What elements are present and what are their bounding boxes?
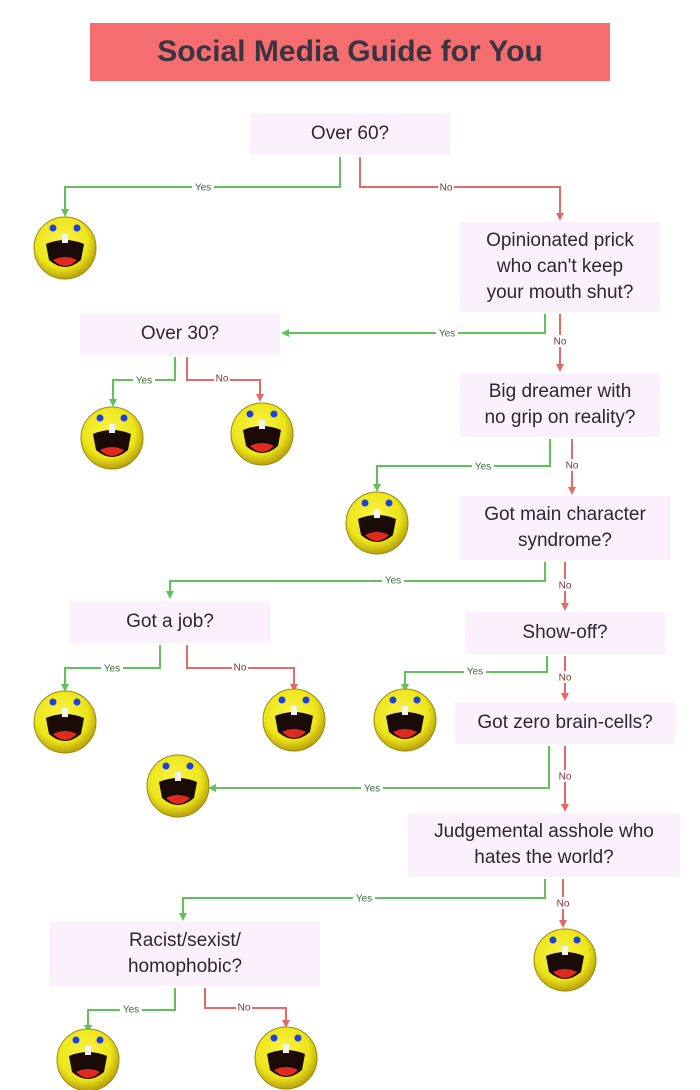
edge-over30-no-label: No: [216, 374, 229, 385]
edge-brain-no-label-bg: [557, 770, 573, 782]
edge-over60-no: [359, 157, 564, 221]
laughing-emoji-icon: [146, 754, 210, 818]
edge-brain-yes: [208, 746, 550, 792]
laughing-emoji-icon: [80, 406, 144, 470]
edge-opinionated-no-label-bg: [552, 335, 568, 347]
edge-job-no-label-bg: [232, 661, 248, 673]
edge-judgemental-no-label: No: [557, 899, 570, 910]
edge-brain-yes-label-bg: [361, 782, 383, 794]
edge-dreamer-yes-label: Yes: [475, 462, 491, 473]
edge-showoff-no-label: No: [559, 673, 572, 684]
laughing-emoji-icon: [230, 402, 294, 466]
edge-over30-yes-label-bg: [133, 374, 155, 386]
edge-mainchar-no-label: No: [559, 581, 572, 592]
edge-racist-no-label-bg: [236, 1001, 252, 1013]
edge-judgemental-yes-label-bg: [353, 892, 375, 904]
edge-over60-no-label: No: [440, 183, 453, 194]
edge-brain-no-label: No: [559, 772, 572, 783]
edge-judgemental-no-label-bg: [555, 897, 571, 909]
laughing-emoji-icon: [33, 216, 97, 280]
edge-over60-yes-label-bg: [192, 181, 214, 193]
edge-opinionated-yes-label-bg: [436, 327, 458, 339]
edge-showoff-no-label-bg: [557, 671, 573, 683]
edge-over30-yes-label: Yes: [136, 376, 152, 387]
edge-opinionated-no-label: No: [554, 337, 567, 348]
laughing-emoji-icon: [262, 688, 326, 752]
laughing-emoji-icon: [254, 1026, 318, 1090]
edge-dreamer-yes-label-bg: [472, 460, 494, 472]
question-big-dreamer: Big dreamer with no grip on reality?: [460, 373, 660, 437]
edge-dreamer-yes: [373, 439, 551, 492]
edge-judgemental-yes-label: Yes: [356, 894, 372, 905]
question-opinionated: Opinionated prick who can't keep your mo…: [460, 222, 660, 312]
edge-opinionated-yes-label: Yes: [439, 329, 455, 340]
question-racist: Racist/sexist/ homophobic?: [50, 922, 320, 986]
edge-job-yes-label: Yes: [104, 664, 120, 675]
edge-over30-no-label-bg: [214, 372, 230, 384]
edge-racist-yes-label: Yes: [123, 1005, 139, 1016]
edge-opinionated-yes: [281, 314, 546, 337]
laughing-emoji-icon: [56, 1028, 120, 1090]
edge-mainchar-yes-label-bg: [382, 574, 404, 586]
page-title: Social Media Guide for You: [90, 23, 610, 81]
edge-mainchar-yes-label: Yes: [385, 576, 401, 587]
edge-over60-no-label-bg: [438, 181, 454, 193]
edge-job-no-label: No: [234, 663, 247, 674]
laughing-emoji-icon: [345, 491, 409, 555]
edge-job-yes-label-bg: [101, 662, 123, 674]
edge-racist-no-label: No: [238, 1003, 251, 1014]
laughing-emoji-icon: [533, 928, 597, 992]
laughing-emoji-icon: [33, 690, 97, 754]
edge-dreamer-no-label-bg: [564, 459, 580, 471]
edge-brain-yes-label: Yes: [364, 784, 380, 795]
edge-dreamer-no-label: No: [566, 461, 579, 472]
question-judgemental: Judgemental asshole who hates the world?: [408, 813, 680, 877]
question-show-off: Show-off?: [465, 612, 665, 654]
question-over-30: Over 30?: [80, 313, 280, 355]
edge-showoff-yes-label-bg: [464, 665, 486, 677]
question-zero-brain-cells: Got zero brain-cells?: [455, 702, 675, 744]
laughing-emoji-icon: [373, 688, 437, 752]
edge-showoff-yes-label: Yes: [467, 667, 483, 678]
question-main-character: Got main character syndrome?: [460, 496, 670, 560]
question-got-a-job: Got a job?: [70, 601, 270, 643]
edge-mainchar-no-label-bg: [557, 579, 573, 591]
edge-mainchar-yes: [166, 562, 546, 599]
edge-racist-yes-label-bg: [120, 1003, 142, 1015]
question-over-60: Over 60?: [250, 113, 450, 155]
edge-over60-yes-label: Yes: [195, 183, 211, 194]
